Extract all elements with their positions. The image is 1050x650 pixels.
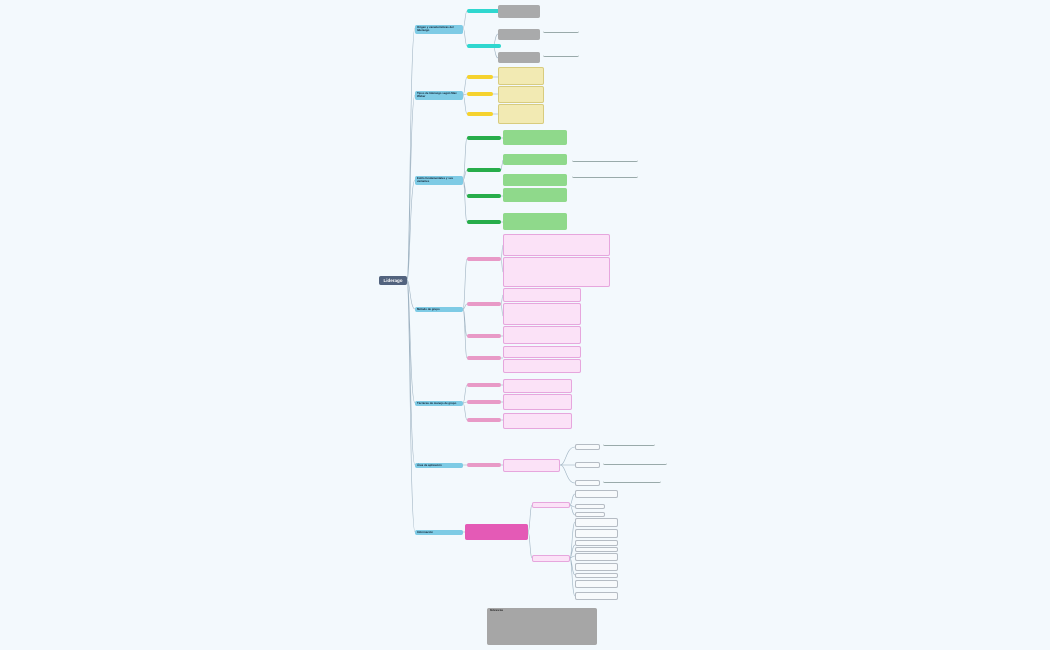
text-box — [498, 67, 544, 85]
text-box — [503, 257, 610, 287]
sub-node[interactable] — [467, 220, 501, 224]
text-box — [498, 86, 544, 103]
text-box — [503, 326, 581, 344]
text-list — [543, 41, 579, 57]
branch-area[interactable]: Área de aplicación — [415, 463, 463, 469]
text-list — [603, 452, 667, 465]
sub-node[interactable] — [467, 44, 501, 48]
text-list — [572, 166, 638, 178]
text-list — [572, 205, 592, 222]
text-box — [503, 174, 567, 186]
text-box — [503, 188, 567, 202]
text-box — [465, 524, 528, 540]
text-box — [575, 504, 605, 509]
text-list — [572, 146, 638, 162]
text-box — [498, 104, 544, 124]
text-list — [603, 470, 661, 483]
text-box — [498, 52, 540, 63]
text-box — [532, 502, 570, 508]
text-box — [575, 480, 600, 486]
branch-tecnicas[interactable]: Técnicas de manejo de grupo — [415, 401, 463, 407]
text-box — [503, 303, 581, 325]
text-list — [543, 17, 579, 33]
text-box — [575, 553, 618, 561]
text-box — [575, 580, 618, 588]
text-box — [532, 555, 570, 562]
text-box — [575, 540, 618, 546]
text-box — [575, 529, 618, 538]
sub-node[interactable] — [467, 356, 501, 360]
branch-origen[interactable]: Origen y características del liderazgo — [415, 25, 463, 34]
root-node[interactable]: Liderago — [379, 276, 407, 285]
sub-node[interactable] — [467, 136, 501, 140]
text-box — [575, 592, 618, 600]
sub-node[interactable] — [467, 302, 501, 306]
references-box: Referencias — [487, 608, 597, 645]
text-box — [575, 462, 600, 468]
text-box — [498, 29, 540, 40]
text-box — [503, 213, 567, 230]
text-box — [503, 154, 567, 165]
text-box — [503, 459, 560, 472]
text-box — [575, 547, 618, 552]
branch-metodo[interactable]: Método de grupo — [415, 307, 463, 313]
text-box — [503, 359, 581, 373]
text-box — [498, 5, 540, 18]
sub-node[interactable] — [467, 168, 501, 172]
sub-node[interactable] — [467, 400, 501, 404]
branch-tipos[interactable]: Tipos de liderazgo según Max Weber — [415, 91, 463, 100]
text-box — [503, 394, 572, 410]
text-box — [575, 512, 605, 517]
sub-node[interactable] — [467, 463, 501, 467]
sub-node[interactable] — [467, 334, 501, 338]
references-title: Referencias — [490, 610, 504, 612]
text-box — [503, 234, 610, 256]
text-box — [503, 130, 567, 145]
sub-node[interactable] — [467, 257, 501, 261]
text-box — [503, 288, 581, 302]
sub-node[interactable] — [467, 9, 501, 13]
text-box — [503, 346, 581, 358]
text-box — [575, 563, 618, 571]
text-box — [503, 413, 572, 429]
text-box — [575, 518, 618, 527]
branch-informacion[interactable]: Información — [415, 530, 463, 536]
sub-node[interactable] — [467, 92, 493, 96]
text-box — [575, 490, 618, 498]
sub-node[interactable] — [467, 112, 493, 116]
branch-estilos[interactable]: Estilo fundamentales y sus variantes — [415, 176, 463, 185]
sub-node[interactable] — [467, 194, 501, 198]
sub-node[interactable] — [467, 418, 501, 422]
sub-node[interactable] — [467, 75, 493, 79]
text-box — [503, 379, 572, 393]
text-box — [575, 573, 618, 578]
sub-node[interactable] — [467, 383, 501, 387]
text-list — [603, 434, 655, 446]
text-box — [575, 444, 600, 450]
